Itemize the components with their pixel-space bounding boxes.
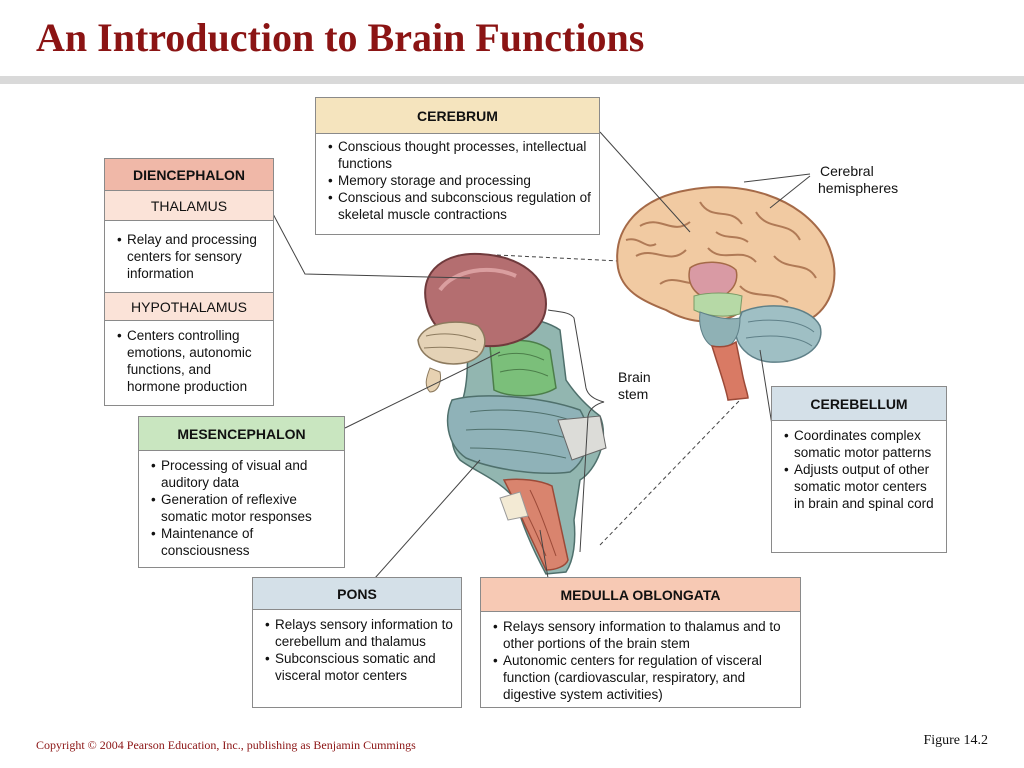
list-item: Autonomic centers for regulation of visc… bbox=[493, 652, 792, 703]
medulla-header: MEDULLA OBLONGATA bbox=[481, 578, 800, 612]
pons-box: PONS Relays sensory information to cereb… bbox=[252, 577, 462, 708]
dashed-line-bottom bbox=[599, 399, 741, 546]
cerebrum-header: CEREBRUM bbox=[316, 98, 599, 134]
list-item: Memory storage and processing bbox=[328, 172, 591, 189]
list-item: Processing of visual and auditory data bbox=[151, 457, 336, 491]
cerebrum-box: CEREBRUM Conscious thought processes, in… bbox=[315, 97, 600, 235]
list-item: Maintenance of consciousness bbox=[151, 525, 336, 559]
list-item: Relays sensory information to cerebellum… bbox=[265, 616, 453, 650]
cerebrum-list: Conscious thought processes, intellectua… bbox=[328, 138, 591, 223]
mesencephalon-list: Processing of visual and auditory data G… bbox=[151, 457, 336, 559]
brain-stem-label: Brain stem bbox=[618, 369, 651, 403]
list-item: Conscious and subconscious regulation of… bbox=[328, 189, 591, 223]
medulla-list: Relays sensory information to thalamus a… bbox=[493, 618, 792, 703]
brain-stem-bracket bbox=[547, 309, 605, 553]
list-item: Conscious thought processes, intellectua… bbox=[328, 138, 591, 172]
leader-hemisphere-b bbox=[769, 175, 811, 209]
slide-title: An Introduction to Brain Functions bbox=[36, 15, 645, 60]
list-item: Relays sensory information to thalamus a… bbox=[493, 618, 792, 652]
thalamus-list: Relay and processing centers for sensory… bbox=[117, 231, 265, 282]
label-line: hemispheres bbox=[818, 180, 899, 196]
title-divider bbox=[0, 76, 1024, 84]
list-item: Relay and processing centers for sensory… bbox=[117, 231, 265, 282]
label-line: Brain bbox=[618, 369, 651, 385]
leader-hemisphere-a bbox=[743, 173, 811, 183]
cerebellum-list: Coordinates complex somatic motor patter… bbox=[784, 427, 938, 512]
copyright-footer: Copyright © 2004 Pearson Education, Inc.… bbox=[36, 738, 416, 752]
dashed-line-top bbox=[496, 254, 641, 263]
cerebellum-header: CEREBELLUM bbox=[772, 387, 946, 421]
hypothalamus-header: HYPOTHALAMUS bbox=[105, 293, 273, 321]
cerebral-hemispheres-label: Cerebral hemispheres bbox=[818, 163, 898, 197]
list-item: Adjusts output of other somatic motor ce… bbox=[784, 461, 938, 512]
diencephalon-box: DIENCEPHALON THALAMUS Relay and processi… bbox=[104, 158, 274, 406]
cerebrum-drawing bbox=[616, 186, 836, 401]
list-item: Coordinates complex somatic motor patter… bbox=[784, 427, 938, 461]
thalamus-header: THALAMUS bbox=[105, 191, 273, 221]
list-item: Centers controlling emotions, autonomic … bbox=[117, 327, 265, 395]
leader-thalamus bbox=[271, 211, 471, 279]
hypothalamus-list: Centers controlling emotions, autonomic … bbox=[117, 327, 265, 395]
diencephalon-header: DIENCEPHALON bbox=[105, 159, 273, 191]
leader-pons bbox=[374, 459, 481, 579]
leader-cerebellum bbox=[759, 349, 773, 426]
cerebellum-box: CEREBELLUM Coordinates complex somatic m… bbox=[771, 386, 947, 553]
pons-header: PONS bbox=[253, 578, 461, 610]
list-item: Subconscious somatic and visceral motor … bbox=[265, 650, 453, 684]
mesencephalon-box: MESENCEPHALON Processing of visual and a… bbox=[138, 416, 345, 568]
brain-stem-drawing bbox=[417, 252, 607, 575]
mesencephalon-header: MESENCEPHALON bbox=[139, 417, 344, 451]
leader-mesencephalon bbox=[344, 351, 501, 429]
leader-cerebrum bbox=[599, 131, 691, 233]
medulla-box: MEDULLA OBLONGATA Relays sensory informa… bbox=[480, 577, 801, 708]
label-line: stem bbox=[618, 386, 649, 402]
leader-medulla bbox=[539, 529, 549, 579]
pons-list: Relays sensory information to cerebellum… bbox=[265, 616, 453, 684]
list-item: Generation of reflexive somatic motor re… bbox=[151, 491, 336, 525]
figure-number: Figure 14.2 bbox=[923, 733, 988, 748]
label-line: Cerebral bbox=[820, 163, 874, 179]
